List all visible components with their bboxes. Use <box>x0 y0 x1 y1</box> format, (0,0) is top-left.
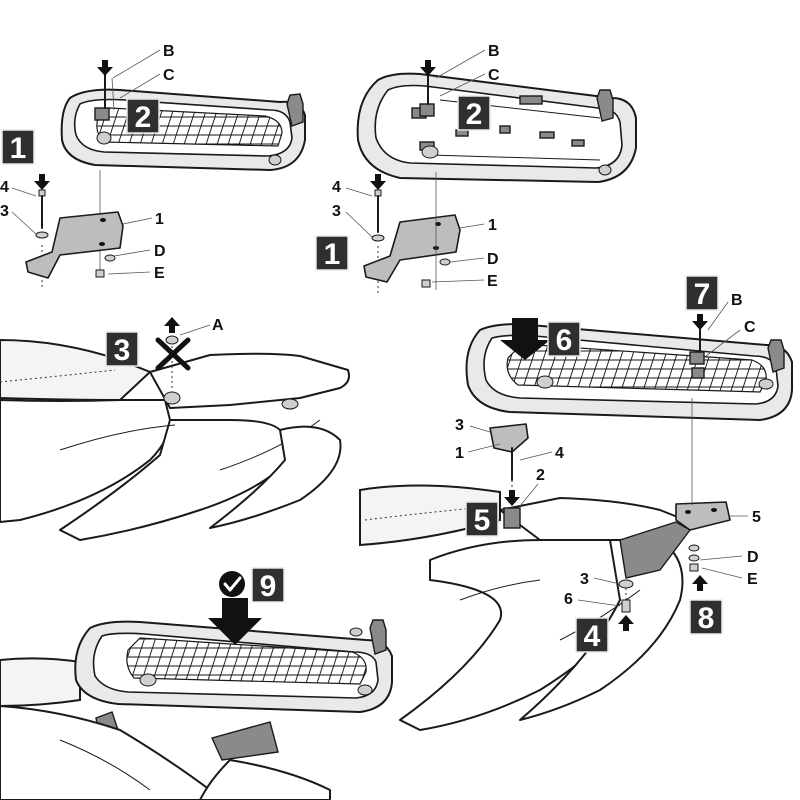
label-4: 4 <box>0 179 9 196</box>
down-arrow-icon <box>504 490 520 506</box>
step-box <box>126 98 160 134</box>
label-1: 1 <box>488 217 497 234</box>
step-box <box>689 599 723 635</box>
label-a: A <box>212 317 224 334</box>
cross-icon <box>155 337 191 371</box>
label-4: 4 <box>332 179 341 196</box>
label-3: 3 <box>0 203 9 220</box>
label-b: B <box>731 292 743 309</box>
label-e: E <box>154 265 165 282</box>
label-c: C <box>488 67 500 84</box>
panel-top-right: 2 B C 4 3 1 D E 1 <box>315 43 637 295</box>
down-arrow-icon <box>34 174 50 190</box>
label-6: 6 <box>564 591 573 608</box>
label-e: E <box>487 273 498 290</box>
label-b: B <box>163 43 175 60</box>
step-number: 2 <box>135 101 152 134</box>
up-arrow-icon <box>692 575 708 591</box>
step-number: 8 <box>698 602 715 635</box>
label-d: D <box>747 549 759 566</box>
label-3: 3 <box>580 571 589 588</box>
step-box <box>575 617 609 653</box>
step-box <box>105 331 139 367</box>
down-arrow-icon <box>692 314 708 330</box>
mounting-plate <box>25 211 124 279</box>
label-e: E <box>747 571 758 588</box>
step-box <box>457 95 491 131</box>
step-number: 3 <box>114 334 131 367</box>
step-number: 1 <box>10 132 27 165</box>
panel-top-left: 2 B C 1 4 3 1 D E <box>0 43 306 290</box>
step-number: 6 <box>556 324 573 357</box>
step-box <box>315 235 349 271</box>
step-number: 1 <box>324 238 341 271</box>
checkmark-icon <box>219 571 245 597</box>
label-5: 5 <box>752 509 761 526</box>
label-c: C <box>744 319 756 336</box>
label-1: 1 <box>155 211 164 228</box>
label-3: 3 <box>455 417 464 434</box>
label-4: 4 <box>555 445 564 462</box>
step-box <box>547 321 581 357</box>
label-b: B <box>488 43 500 60</box>
down-arrow-icon <box>370 174 386 190</box>
step-box <box>1 129 35 165</box>
down-arrow-icon <box>500 318 550 360</box>
step-number: 2 <box>466 98 483 131</box>
step-box <box>465 501 499 537</box>
label-2: 2 <box>536 467 545 484</box>
label-3: 3 <box>332 203 341 220</box>
panel-middle-right: 6 7 B C 3 1 4 5 <box>359 275 793 731</box>
step-number: 7 <box>694 278 711 311</box>
down-arrow-icon <box>97 60 113 76</box>
step-number: 9 <box>260 570 277 603</box>
step-number: 4 <box>584 620 601 653</box>
step-box <box>685 275 719 311</box>
panel-middle-left: A 3 <box>0 317 350 541</box>
label-d: D <box>154 243 166 260</box>
label-c: C <box>163 67 175 84</box>
panel-bottom-left: 9 <box>0 567 393 800</box>
label-d: D <box>487 251 499 268</box>
step-number: 5 <box>474 504 491 537</box>
label-1: 1 <box>455 445 464 462</box>
up-arrow-icon <box>164 317 180 333</box>
step-box <box>251 567 285 603</box>
down-arrow-icon <box>208 598 262 645</box>
